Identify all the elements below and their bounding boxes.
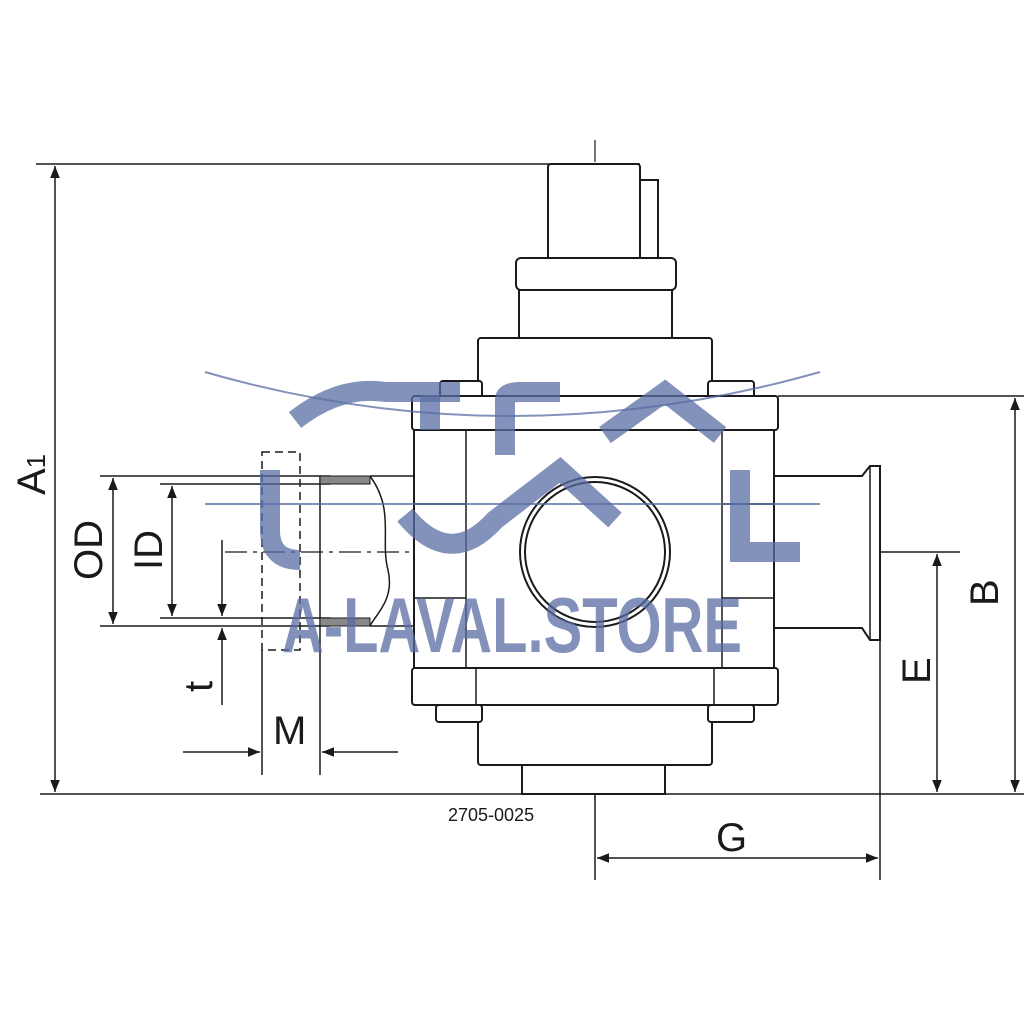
label-g: G xyxy=(716,816,747,860)
dimension-labels: A1 OD ID t M B E G 2705-0025 xyxy=(10,454,1007,860)
watermark-text: A-LAVAL.STORE xyxy=(282,581,742,669)
label-id: ID xyxy=(127,530,171,570)
drawing-code: 2705-0025 xyxy=(448,805,534,825)
label-od: OD xyxy=(67,520,111,580)
label-e: E xyxy=(895,657,939,684)
label-m: M xyxy=(273,709,306,753)
dimension-arrows xyxy=(50,166,1020,863)
watermark-logo: A-LAVAL.STORE xyxy=(204,371,821,669)
label-t: t xyxy=(177,681,221,692)
label-b: B xyxy=(963,579,1007,606)
label-a1: A1 xyxy=(10,454,54,495)
extension-lines xyxy=(36,163,1024,880)
